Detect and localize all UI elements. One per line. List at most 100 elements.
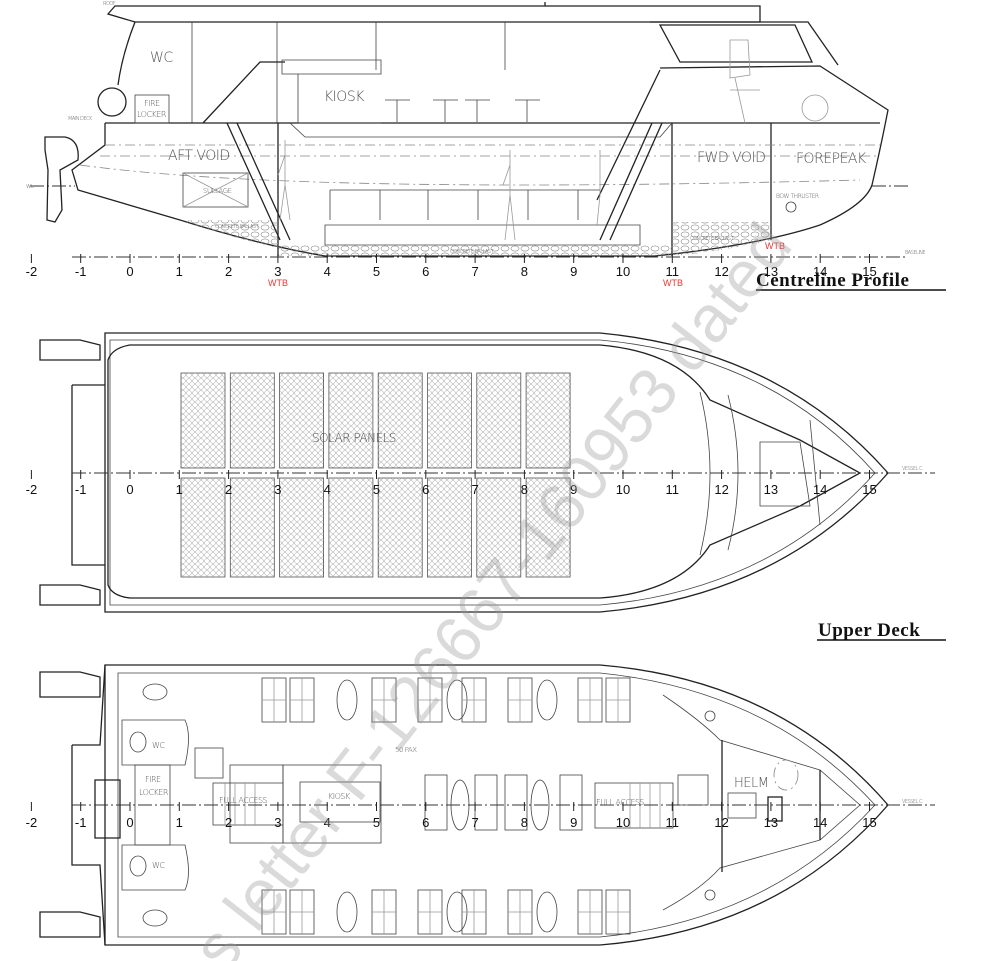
sullage-tank [182, 172, 249, 208]
cleat-icon [704, 889, 716, 901]
station-label: 9 [570, 482, 577, 497]
life-ring [97, 87, 127, 117]
ballast-fwd [672, 222, 771, 256]
station-label: -1 [75, 815, 87, 830]
station-label: 6 [422, 264, 429, 279]
solar-panel [229, 477, 275, 578]
solar-panel [377, 372, 423, 469]
station-label: 1 [176, 815, 183, 830]
solar-panel [328, 372, 374, 469]
kiosk-main [282, 764, 382, 844]
toilet-icon [129, 855, 147, 877]
table [336, 679, 358, 721]
cabin-aft-wall [117, 21, 136, 86]
helm-seat [729, 39, 760, 124]
label-waterline: W.L. [26, 184, 34, 190]
wc-port [121, 719, 189, 766]
station-label: 6 [422, 815, 429, 830]
station-label: 12 [714, 815, 728, 830]
station-label: 2 [225, 482, 232, 497]
toilet-icon [129, 731, 147, 753]
station-label: 12 [714, 264, 728, 279]
station-label: 5 [373, 815, 380, 830]
solar-panel-array [180, 372, 571, 578]
aft-ladder [226, 122, 291, 241]
outboard-pods-main [39, 671, 101, 938]
profile-title: Centreline Profile [756, 270, 909, 291]
station-label: 15 [862, 264, 876, 279]
label-vessel-cl-upper: VESSEL C. [902, 466, 923, 472]
station-label: 4 [324, 815, 331, 830]
table [536, 891, 558, 933]
solar-panel [427, 372, 472, 469]
station-label: 5 [373, 264, 380, 279]
bow-thruster-icon [785, 201, 797, 213]
station-label: 14 [813, 264, 827, 279]
label-fire-locker-main-1: FIRE [145, 775, 161, 784]
saloon-seating [385, 99, 540, 122]
station-label: 8 [521, 482, 528, 497]
wtb-label-13: WTB [765, 241, 785, 251]
station-label: -1 [75, 264, 87, 279]
station-label: 2 [225, 264, 232, 279]
label-full-access-aft: FULL ACCESS [219, 796, 268, 805]
label-baseline: BASELINE [905, 250, 926, 256]
solar-panel [279, 372, 325, 469]
roof [106, 2, 761, 23]
station-label: 7 [471, 815, 478, 830]
helm-console [767, 796, 783, 822]
solar-panel [476, 477, 522, 578]
station-label: 7 [471, 482, 478, 497]
label-fwd-void: FWD VOID [697, 150, 765, 166]
solar-panel [180, 372, 226, 469]
station-label: 1 [176, 264, 183, 279]
label-aft-void: AFT VOID [168, 148, 230, 164]
outboard-motor [44, 136, 79, 223]
station-label: 10 [616, 264, 630, 279]
station-label: 8 [521, 264, 528, 279]
seat [424, 774, 448, 831]
station-label: -1 [75, 482, 87, 497]
station-label: 7 [471, 264, 478, 279]
label-full-access-fwd: FULL ACCESS [596, 798, 645, 807]
station-label: 10 [616, 482, 630, 497]
station-label: 3 [274, 264, 281, 279]
label-ballast-aft: CONCRETE BALLAST [215, 224, 259, 230]
solar-panel [476, 372, 522, 469]
solar-panel [525, 477, 571, 578]
label-ballast-mid: CONCRETE BALLAST [450, 249, 494, 255]
solar-panel [427, 477, 472, 578]
station-label: 4 [324, 264, 331, 279]
table [536, 679, 558, 721]
anchor-winch [801, 94, 829, 122]
station-label: 9 [570, 815, 577, 830]
station-label: 10 [616, 815, 630, 830]
solar-panel [377, 477, 423, 578]
solar-panel [525, 372, 571, 469]
wtb-label-3: WTB [268, 278, 288, 288]
station-label: 15 [862, 482, 876, 497]
solar-panel [328, 477, 374, 578]
label-forepeak: FOREPEAK [796, 151, 867, 167]
watermark: s letter F-126667-160953 dated [178, 209, 806, 961]
label-roof: ROOF [103, 1, 116, 7]
station-label: 2 [225, 815, 232, 830]
label-wc-port: WC [152, 741, 165, 750]
fire-locker [134, 94, 170, 124]
label-vessel-cl-main: VESSEL C. [902, 799, 923, 805]
station-label: -2 [26, 815, 38, 830]
outboard-pods-upper [39, 339, 101, 606]
label-kiosk-main: KIOSK [328, 792, 351, 801]
ballast-aft [180, 220, 278, 248]
ballast-mid [278, 245, 672, 256]
station-label: 11 [666, 815, 680, 830]
cabin-roof-outline [107, 344, 862, 599]
label-helm: HELM [734, 776, 768, 791]
solar-panel [229, 372, 275, 469]
station-label: 11 [666, 482, 680, 497]
seat [559, 774, 583, 831]
kiosk [281, 59, 382, 124]
label-fire-locker-2: LOCKER [137, 110, 167, 119]
